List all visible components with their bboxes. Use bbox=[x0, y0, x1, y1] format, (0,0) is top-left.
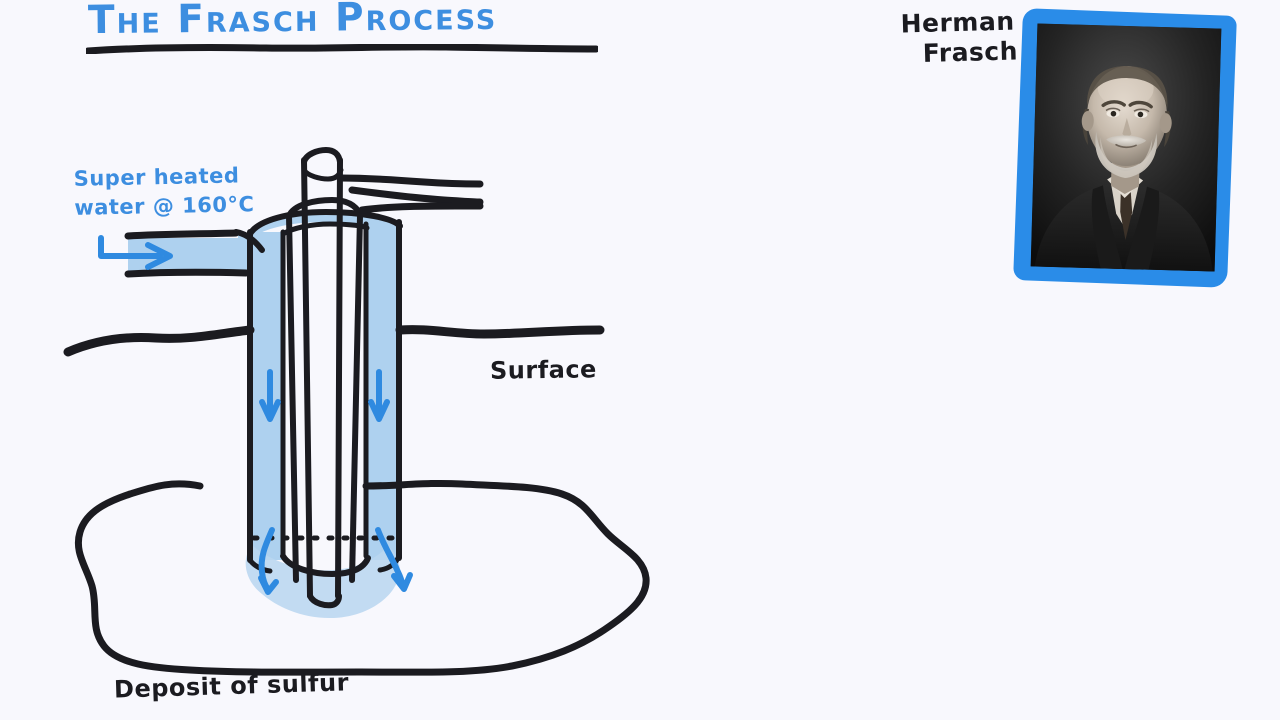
molten-sulfur-pool bbox=[245, 545, 400, 618]
inlet-pipe-elbow bbox=[233, 229, 265, 253]
portrait-photo-frame bbox=[1013, 8, 1237, 288]
middle-pipe-right-wall bbox=[349, 213, 363, 583]
air-outlet-pipe-top bbox=[336, 174, 484, 188]
portrait-caption: Herman Frasch bbox=[887, 6, 1029, 70]
sulfur-outlet-pipe-line bbox=[358, 202, 484, 214]
inner-air-pipe-bottom-rim bbox=[307, 593, 342, 609]
middle-pipe-rim bbox=[286, 196, 363, 219]
portrait-caption-line1: Herman bbox=[900, 6, 1015, 39]
water-downflow-arrow-left bbox=[259, 369, 281, 422]
annulus-water-right bbox=[366, 222, 399, 560]
outer-casing-rim-back bbox=[247, 208, 403, 237]
label-surface: Surface bbox=[489, 355, 598, 385]
inner-air-pipe-right-wall bbox=[335, 157, 343, 599]
ground-surface-line-left bbox=[63, 325, 255, 357]
middle-pipe-left-wall bbox=[286, 213, 299, 583]
inlet-pipe-bottom-wall bbox=[124, 268, 250, 278]
water-downflow-arrow-right bbox=[368, 369, 390, 422]
inner-air-pipe-top-front bbox=[301, 167, 344, 182]
ground-surface-line-right bbox=[395, 325, 605, 339]
portrait-photo bbox=[1030, 23, 1222, 272]
outer-casing-bottom-rim bbox=[280, 553, 371, 578]
label-superheated-water-line2: water @ 160°C bbox=[74, 192, 255, 220]
outer-casing-bottom-left bbox=[247, 557, 273, 574]
portrait-caption-line2: Frasch bbox=[922, 36, 1019, 68]
annulus-water-left bbox=[250, 232, 283, 560]
water-inlet-arrow bbox=[98, 235, 173, 270]
inner-air-pipe-left-wall bbox=[301, 157, 313, 599]
label-superheated-water-line1: Super heated bbox=[73, 163, 240, 191]
title-underline bbox=[86, 44, 598, 54]
inner-air-pipe-top-rim bbox=[301, 146, 343, 165]
sulfur-deposit-outline bbox=[75, 479, 650, 676]
air-outlet-pipe-bottom bbox=[348, 186, 484, 206]
water-outflow-arrow-left bbox=[258, 527, 279, 595]
label-superheated-water: Super heated water @ 160°C bbox=[73, 161, 254, 223]
frasch-well-diagram bbox=[63, 146, 650, 676]
outer-casing-rim-front bbox=[280, 221, 370, 237]
inlet-pipe-top-wall bbox=[124, 229, 240, 240]
water-outflow-arrow-right bbox=[375, 527, 413, 592]
outer-casing-bottom-right bbox=[377, 553, 402, 573]
